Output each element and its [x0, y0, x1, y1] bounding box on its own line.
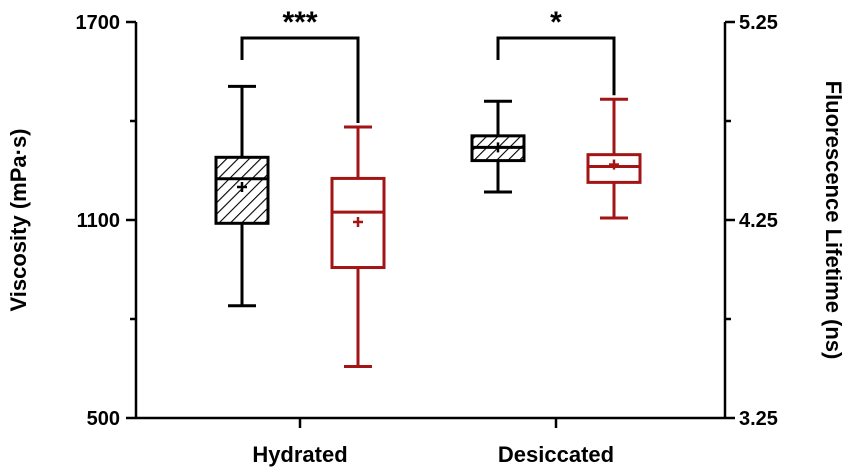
box-hydrated-viscosity: [214, 84, 270, 308]
right-tick-label: 3.25: [739, 408, 778, 430]
left-axis-title: Viscosity (mPa·s): [6, 128, 31, 311]
boxes: [214, 84, 642, 369]
right-tick-label: 4.25: [739, 210, 778, 232]
significance-bracket: [240, 36, 360, 123]
significance-annotations: ****: [240, 6, 616, 123]
significance-label: *: [550, 6, 562, 39]
significance-bracket: [496, 36, 616, 96]
box-hydrated-lifetime: [330, 125, 386, 369]
left-tick-label: 500: [87, 408, 120, 430]
left-tick-label: 1100: [77, 210, 120, 232]
right-tick-label: 5.25: [739, 12, 778, 34]
x-category-label: Hydrated: [252, 442, 347, 467]
x-category-label: Desiccated: [498, 442, 614, 467]
right-axis-title: Fluorescence Lifetime (ns): [821, 81, 846, 360]
significance-label: ***: [282, 6, 317, 39]
box-desiccated-lifetime: [586, 97, 642, 220]
box-desiccated-viscosity: [470, 99, 526, 194]
left-tick-label: 1700: [76, 12, 121, 34]
